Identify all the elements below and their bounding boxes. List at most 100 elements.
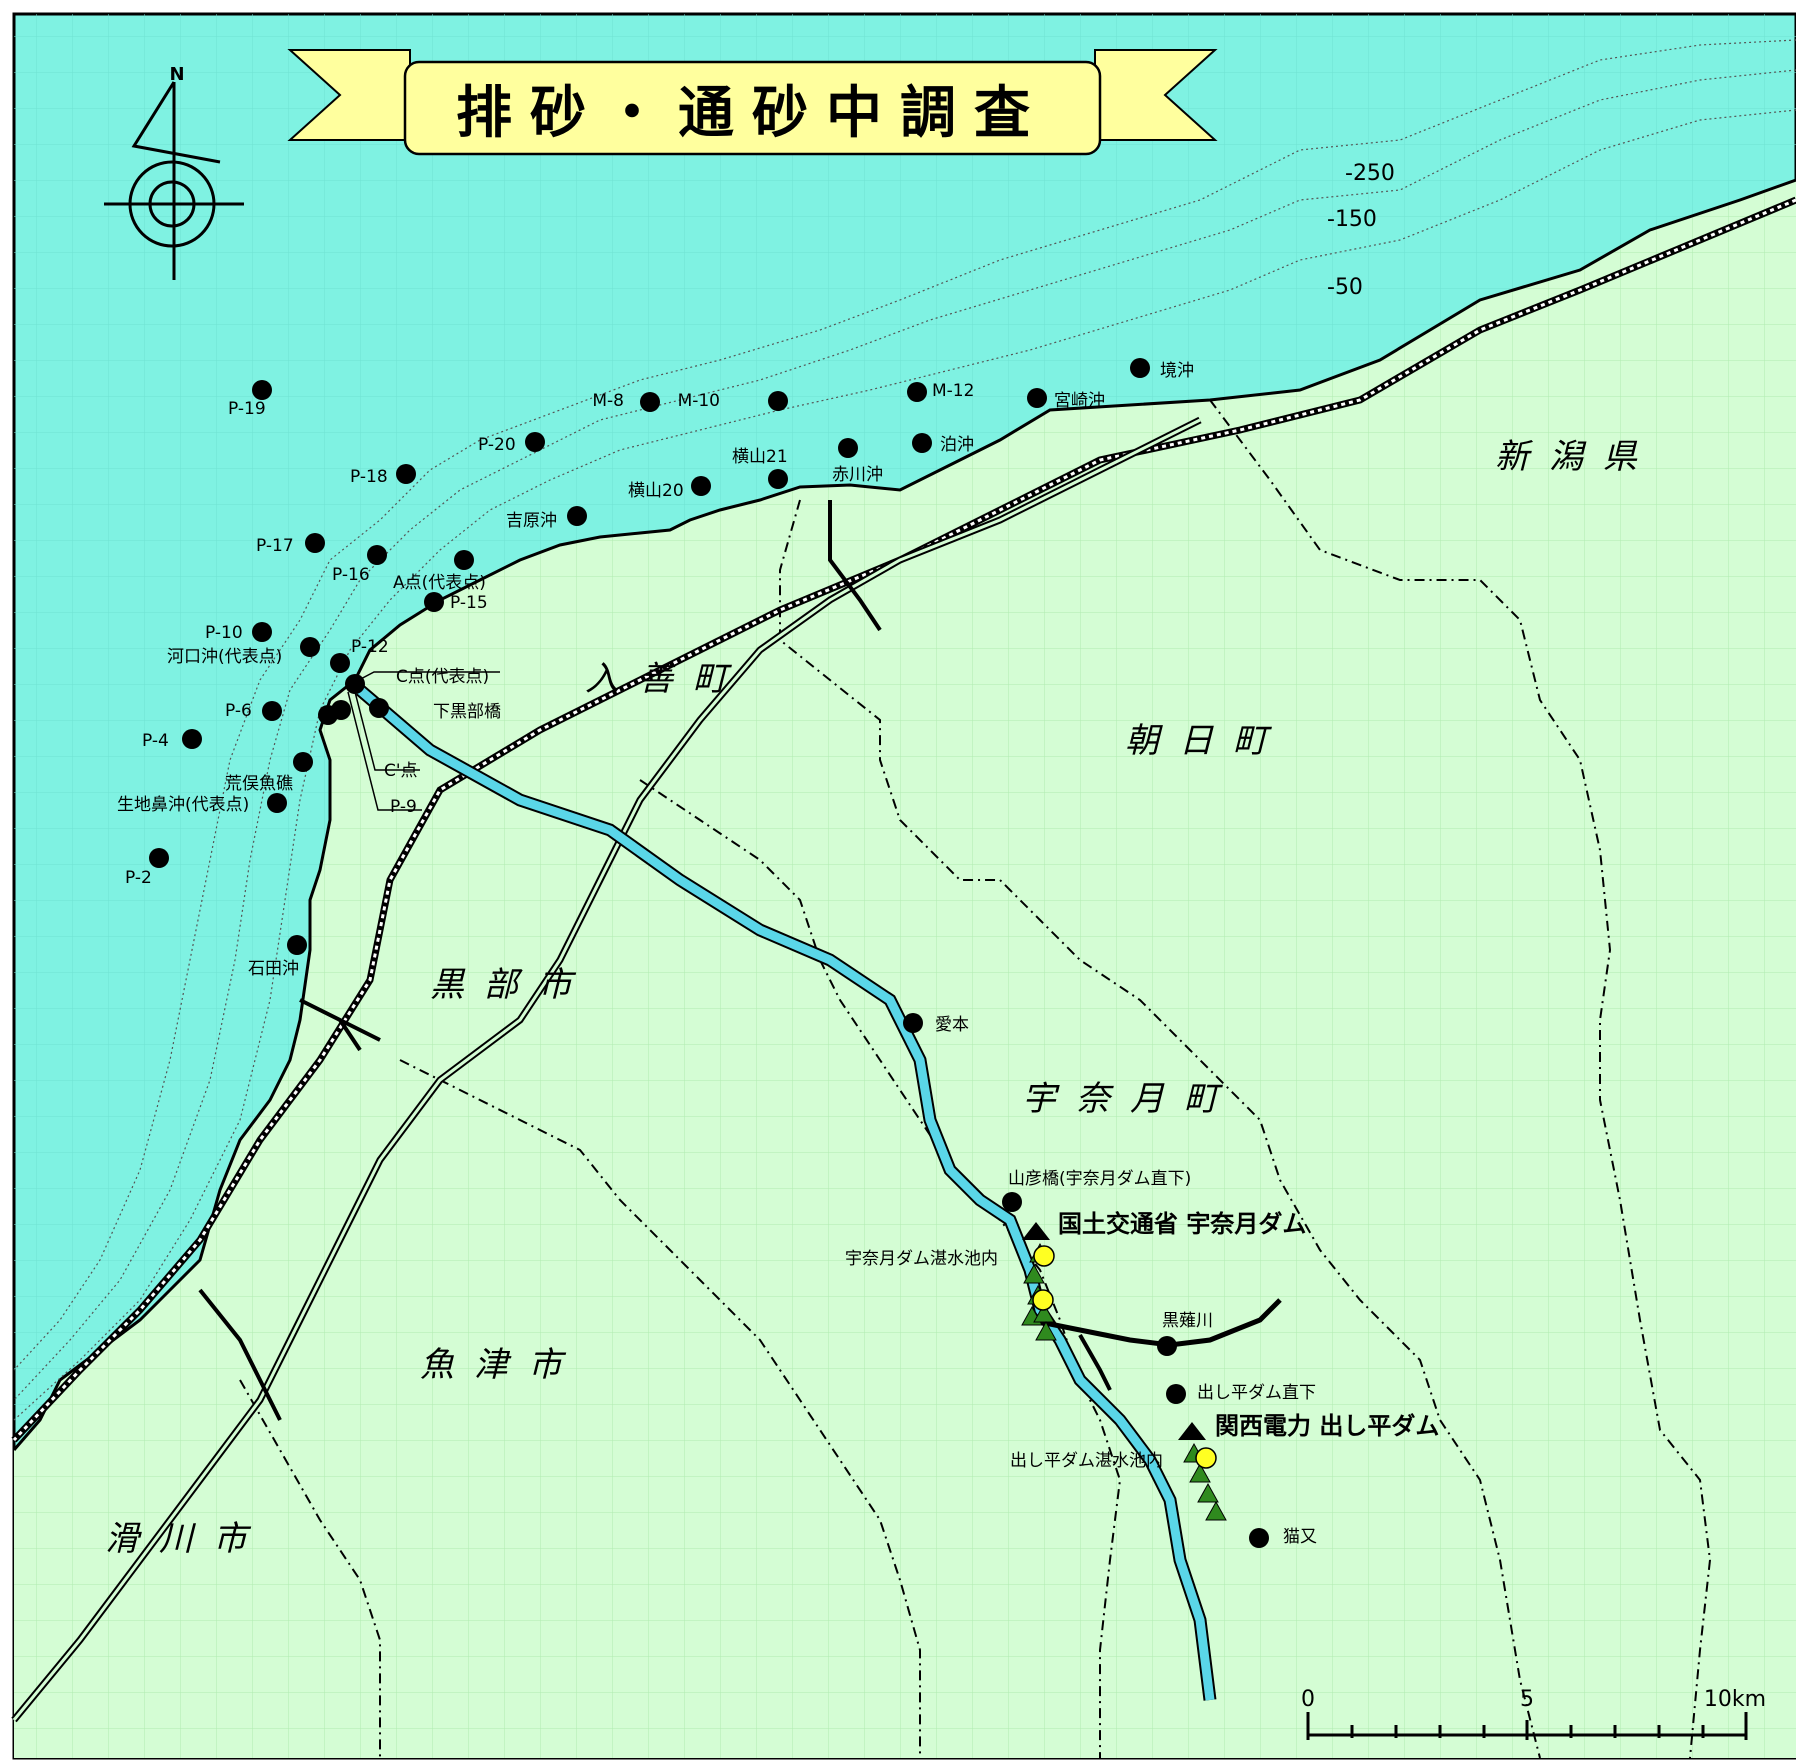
scale-label-10km: 10km [1704,1687,1766,1712]
sea-point-label: P-17 [256,536,294,556]
contour-label-250: -250 [1345,161,1395,186]
sea-point-label: C点(代表点) [396,667,489,687]
sea-point-label: P-19 [228,399,266,419]
sea-point-dot [330,653,350,673]
sea-point-label: P-9 [390,797,417,817]
depth-contours [13,39,1796,1421]
north-arrow: N [104,64,244,280]
sea-point-label: P-20 [478,435,516,455]
sea-point-label: 下黒部橋 [433,702,501,722]
coastline [12,178,1796,1451]
sea-point-dot [1130,358,1150,378]
sea-point-label: 宮崎沖 [1054,391,1105,411]
sea-point-dot [287,935,307,955]
sea-point-dot [640,392,660,412]
river-point-label: 山彦橋(宇奈月ダム直下) [1008,1169,1191,1189]
sea-point-label: 河口沖(代表点) [167,647,282,667]
sea-point-dot [252,622,272,642]
sea-point-label: P-12 [351,637,389,657]
scale-label-0: 0 [1301,1687,1315,1712]
dashidaira-dam-label: 関西電力 出し平ダム [1215,1412,1439,1440]
title-banner: 排砂・通砂中調査 [287,49,1218,156]
sea-point-label: A点(代表点) [393,573,486,593]
nyuzen-label: 入善町 [585,659,747,699]
sea-point-dot [149,848,169,868]
contour-labels: -250 -150 -50 [1327,161,1395,300]
sea-point-dot [768,391,788,411]
sea-point-dot [182,729,202,749]
sea-point-label: 生地鼻沖(代表点) [117,795,249,815]
sea-point-label: 吉原沖 [506,511,557,531]
sea-point-label: P-18 [350,467,388,487]
sea-point-dot [262,701,282,721]
river-point-dot [1157,1336,1177,1356]
kurobe-label: 黒部市 [430,965,592,1005]
river-point-label: 愛本 [935,1015,969,1035]
river-point-dot [1166,1384,1186,1404]
sea-point-dot [424,592,444,612]
railway-line [11,196,1796,1443]
sea-point-dot [768,469,788,489]
sea-point-dot [345,674,365,694]
sea-point-label: 石田沖 [248,959,299,979]
river-point-label: 宇奈月ダム湛水池内 [845,1249,998,1269]
sea-point-dot [912,433,932,453]
river-point-label: 黒薙川 [1162,1311,1213,1331]
sea-point-dot [396,464,416,484]
dam-markers: 国土交通省 宇奈月ダム 関西電力 出し平ダム [1022,1210,1439,1440]
sea-point-label: M-8 [592,391,624,411]
sea-point-label: M-10 [678,391,720,411]
contour-label-150: -150 [1327,207,1377,232]
sea-point-dot [369,698,389,718]
sea-point-dot [318,705,338,725]
sea-point-dot [367,545,387,565]
niigata-label: 新潟県 [1495,437,1657,477]
sea-point-label: 横山21 [732,447,788,467]
map-title: 排砂・通砂中調査 [456,81,1048,146]
sea-point-label: P-2 [125,868,152,888]
sea-point-label: 横山20 [628,481,684,501]
sea-point-label: P-4 [142,731,169,751]
scale-bar: 0 5 10km [1301,1687,1766,1740]
sea-point-dot [454,550,474,570]
north-label: N [169,64,184,85]
sea-point-label: 泊沖 [940,435,974,455]
sea-point-label: 赤川沖 [832,465,883,485]
river-point-dot [903,1013,923,1033]
sea-point-label: C'点 [384,761,418,781]
sea-point-label: P-6 [225,701,252,721]
river-point-dot [1002,1192,1022,1212]
sea-point-label: P-15 [450,593,488,613]
sea-point-dot [907,382,927,402]
sea-point-label: 境沖 [1160,361,1194,381]
sea-point-dot [1027,388,1047,408]
contour-label-50: -50 [1327,275,1363,300]
asahi-label: 朝日町 [1125,721,1287,761]
sea-point-dot [525,432,545,452]
namerikawa-label: 滑川市 [105,1519,267,1559]
river-point-label: 出し平ダム直下 [1197,1383,1316,1403]
scale-label-5: 5 [1520,1687,1534,1712]
river-point-label: 猫又 [1283,1527,1317,1547]
unazuki-label: 宇奈月町 [1022,1079,1238,1119]
river-point-label: 出し平ダム湛水池内 [1010,1451,1163,1471]
sea-point-label: P-10 [205,623,243,643]
uozu-label: 魚津市 [420,1345,582,1385]
dashidaira-dam-icon [1178,1422,1206,1440]
sea-point-dot [838,438,858,458]
unazuki-dam-icon [1022,1222,1050,1240]
sea-point-dot [305,533,325,553]
municipality-labels: 新潟県 入善町 朝日町 黒部市 宇奈月町 魚津市 滑川市 [105,437,1657,1559]
sea-point-dot [300,637,320,657]
sea-point-dot [252,380,272,400]
sea-point-dot [567,506,587,526]
sea-point-label: 荒俣魚礁 [225,774,293,794]
sea-point-label: M-12 [932,381,974,401]
reservoir-yellow-points [1032,1245,1217,1469]
sea-point-dot [691,476,711,496]
sea-point-dot [293,752,313,772]
sea-point-dot [267,793,287,813]
